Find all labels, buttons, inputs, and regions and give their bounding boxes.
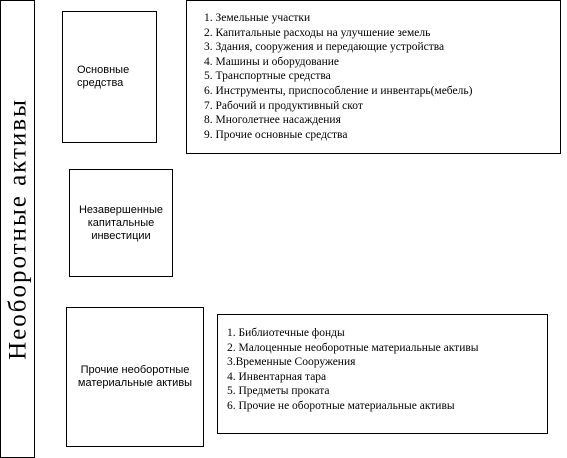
main-category-label: Необоротные активы	[4, 98, 31, 360]
category-capital-investments-label: Незавершенные капитальные инвестиции	[78, 203, 164, 242]
list-item: 3.Временные Сооружения	[227, 356, 356, 369]
main-category-box: Необоротные активы	[0, 0, 35, 458]
category-fixed-assets: Основные средства	[62, 11, 157, 143]
list-item: 5. Транспортные средства	[204, 70, 331, 83]
list-item: 1. Библиотечные фонды	[227, 327, 345, 339]
list-item: 8. Многолетнее насаждения	[204, 114, 341, 127]
list-item: 6. Инструменты, приспособление и инвента…	[204, 84, 473, 97]
list-item: 5. Предметы проката	[227, 385, 330, 398]
other-assets-list-box: 1. Библиотечные фонды 2. Малоценные необ…	[217, 314, 548, 434]
list-item: 4. Машины и оборудование	[204, 55, 339, 68]
other-assets-list: 1. Библиотечные фонды 2. Малоценные необ…	[227, 326, 547, 414]
list-item: 4. Инвентарная тара	[227, 370, 327, 383]
category-fixed-assets-label: Основные средства	[77, 64, 130, 89]
list-item: 3. Здания, сооружения и передающие устро…	[204, 41, 445, 54]
fixed-assets-list-box: 1. Земельные участки 2. Капитальные расх…	[186, 0, 561, 154]
list-item: 7. Рабочий и продуктивный скот	[204, 99, 363, 112]
category-capital-investments: Незавершенные капитальные инвестиции	[69, 169, 173, 277]
category-other-noncurrent-assets-label: Прочие необоротные материальные активы	[77, 364, 193, 389]
category-other-noncurrent-assets: Прочие необоротные материальные активы	[66, 307, 204, 447]
list-item: 1. Земельные участки	[204, 12, 311, 24]
fixed-assets-list: 1. Земельные участки 2. Капитальные расх…	[204, 11, 560, 142]
list-item: 2. Капитальные расходы на улучшение земе…	[204, 26, 431, 39]
list-item: 9. Прочие основные средства	[204, 128, 348, 141]
list-item: 6. Прочие не оборотные материальные акти…	[227, 399, 455, 412]
list-item: 2. Малоценные необоротные материальные а…	[227, 341, 479, 354]
